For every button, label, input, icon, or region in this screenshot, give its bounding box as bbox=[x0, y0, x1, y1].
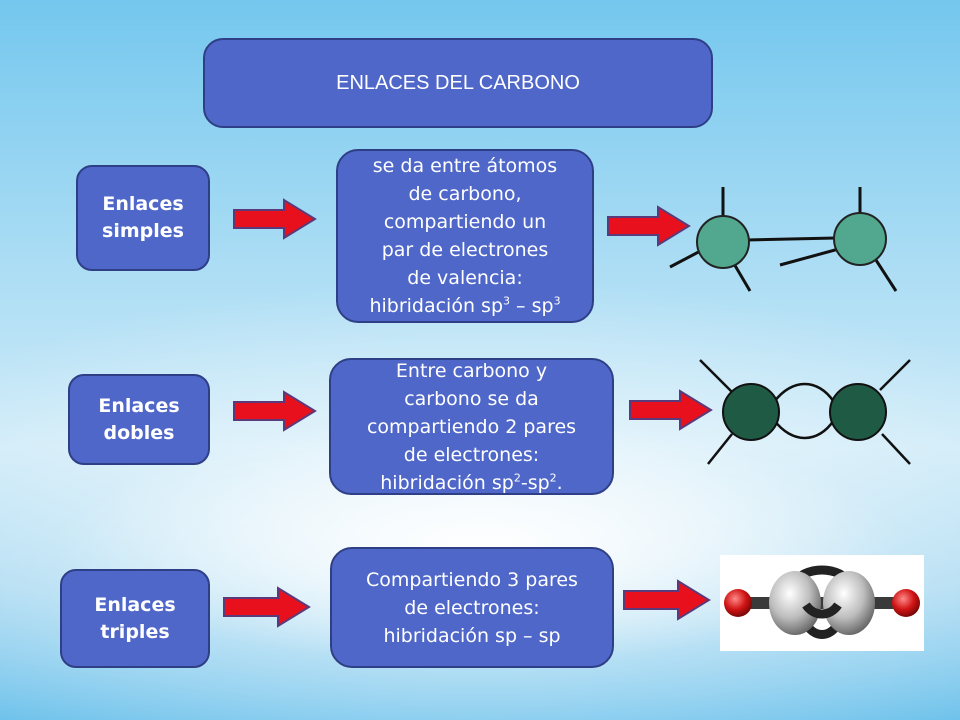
label-line: dobles bbox=[103, 421, 175, 444]
single-bond-model-icon bbox=[669, 187, 898, 292]
description-line: carbono se da bbox=[404, 387, 539, 410]
label-enlaces-simples: Enlaces simples bbox=[76, 165, 210, 271]
hybridization-line: hibridación sp3 – sp3 bbox=[369, 294, 561, 317]
description-line: compartiendo 2 pares bbox=[366, 415, 577, 438]
description-simples: se da entre átomos de carbono, compartie… bbox=[336, 149, 594, 323]
description-line: de carbono, bbox=[408, 183, 522, 205]
label-line: Enlaces bbox=[102, 193, 184, 215]
label-line: Enlaces bbox=[94, 593, 176, 616]
page-title: ENLACES DEL CARBONO bbox=[203, 38, 713, 128]
description-line: par de electrones bbox=[381, 239, 549, 261]
description-line: hibridación sp – sp bbox=[383, 624, 561, 647]
label-line: simples bbox=[102, 220, 184, 242]
label-line: triples bbox=[100, 620, 170, 643]
description-triples: Compartiendo 3 pares de electrones: hibr… bbox=[330, 547, 614, 668]
description-line: de electrones: bbox=[404, 596, 540, 619]
arrow-right-icon bbox=[233, 198, 317, 240]
description-dobles: Entre carbono y carbono se da compartien… bbox=[329, 358, 614, 495]
description-line: Entre carbono y bbox=[395, 359, 548, 382]
label-enlaces-dobles: Enlaces dobles bbox=[68, 374, 210, 465]
arrow-right-icon bbox=[233, 390, 317, 432]
label-enlaces-triples: Enlaces triples bbox=[60, 569, 210, 668]
description-line: de valencia: bbox=[407, 267, 523, 289]
arrow-right-icon bbox=[629, 389, 713, 431]
arrow-right-icon bbox=[223, 586, 311, 628]
label-line: Enlaces bbox=[98, 394, 180, 417]
description-line: Compartiendo 3 pares bbox=[366, 568, 578, 591]
arrow-right-icon bbox=[607, 205, 691, 247]
hybridization-line: hibridación sp2-sp2. bbox=[380, 471, 563, 494]
description-line: compartiendo un bbox=[383, 211, 547, 233]
description-line: se da entre átomos bbox=[372, 155, 558, 177]
description-line: de electrones: bbox=[403, 443, 540, 466]
double-bond-model-icon bbox=[699, 359, 911, 465]
triple-bond-model-icon bbox=[720, 555, 924, 651]
arrow-right-icon bbox=[623, 579, 711, 621]
